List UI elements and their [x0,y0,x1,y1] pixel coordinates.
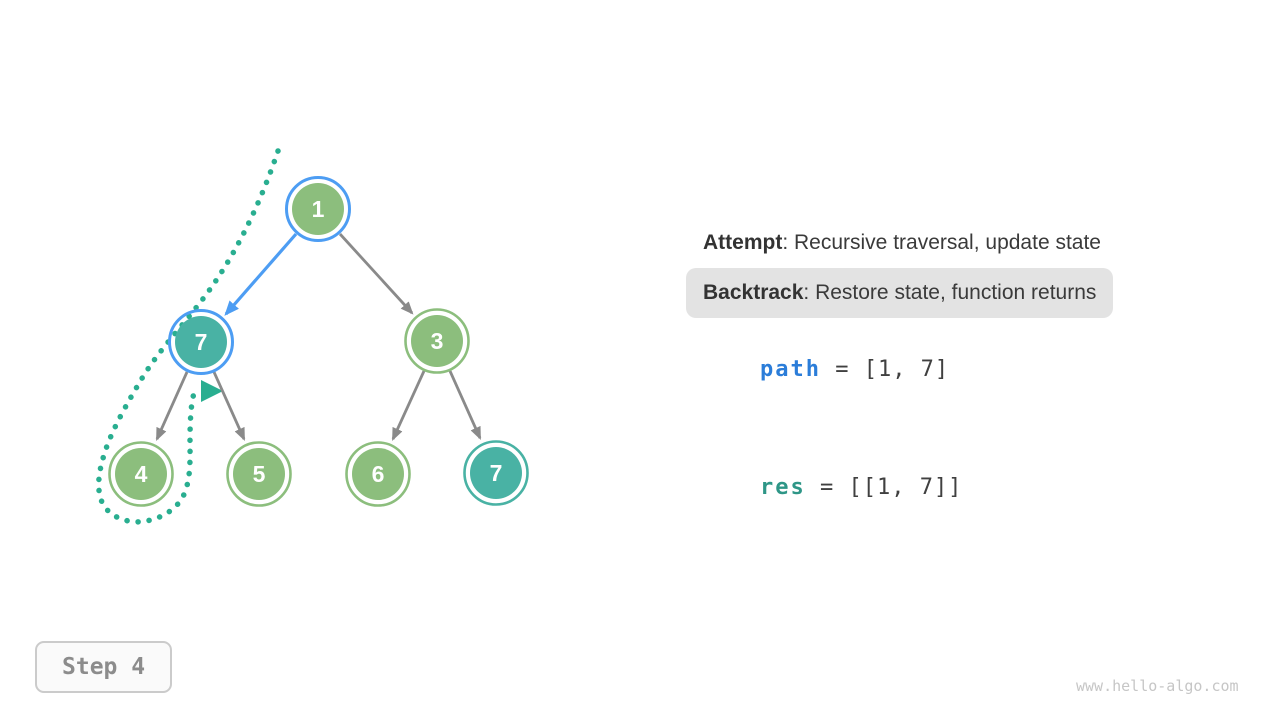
path-variable-value: = [1, 7] [820,357,950,382]
node-7l-ring [168,309,234,375]
tree-node-3: 3 [404,308,470,374]
node-5-disc [233,448,285,500]
backtrack-text: : Restore state, function returns [803,281,1097,304]
edge-3-to-7 [448,370,482,440]
res-variable-line: res = [[1, 7]] [703,450,962,525]
attempt-legend-line: Attempt: Recursive traversal, update sta… [703,231,1101,255]
node-4-label: 4 [135,461,148,487]
node-6-label: 6 [372,461,385,487]
edge-1-to-3 [338,233,414,315]
trace-arrowhead-icon [201,380,223,402]
tree-node-7-left: 7 [168,309,234,375]
tree-node-5: 5 [226,441,292,507]
attempt-label: Attempt [703,231,783,254]
node-5-ring [226,441,292,507]
res-variable-name: res [759,475,806,500]
node-7l-label: 7 [195,329,208,355]
node-1-disc [292,183,344,235]
edge-7-to-4 [155,371,189,441]
node-6-disc [352,448,404,500]
res-variable-value: = [[1, 7]] [805,475,963,500]
node-3-label: 3 [431,328,444,354]
node-1-label: 1 [312,196,325,222]
backtrack-legend-highlight: Backtrack: Restore state, function retur… [686,268,1114,318]
tree-node-4: 4 [108,441,174,507]
node-6-ring [345,441,411,507]
attempt-text: : Recursive traversal, update state [782,231,1101,254]
edge-3-to-6 [391,370,426,441]
step-badge[interactable]: Step 4 [35,641,173,693]
tree-node-7-right: 7 [463,440,529,506]
node-4-disc [115,448,167,500]
node-7r-ring [463,440,529,506]
node-3-disc [411,315,463,367]
node-7r-disc [470,447,522,499]
node-5-label: 5 [253,461,266,487]
tree-node-1: 1 [285,176,351,242]
backtrack-label: Backtrack [703,281,804,304]
edge-1-to-7-active [224,232,298,316]
path-variable-name: path [759,357,821,382]
node-7r-label: 7 [490,460,503,486]
node-7l-disc [175,316,227,368]
node-4-ring [108,441,174,507]
tree-node-6: 6 [345,441,411,507]
watermark-url: www.hello-algo.com [1076,677,1239,695]
path-variable-line: path = [1, 7] [703,332,949,407]
edge-7-to-5 [212,371,246,441]
node-1-ring [285,176,351,242]
node-3-ring [404,308,470,374]
